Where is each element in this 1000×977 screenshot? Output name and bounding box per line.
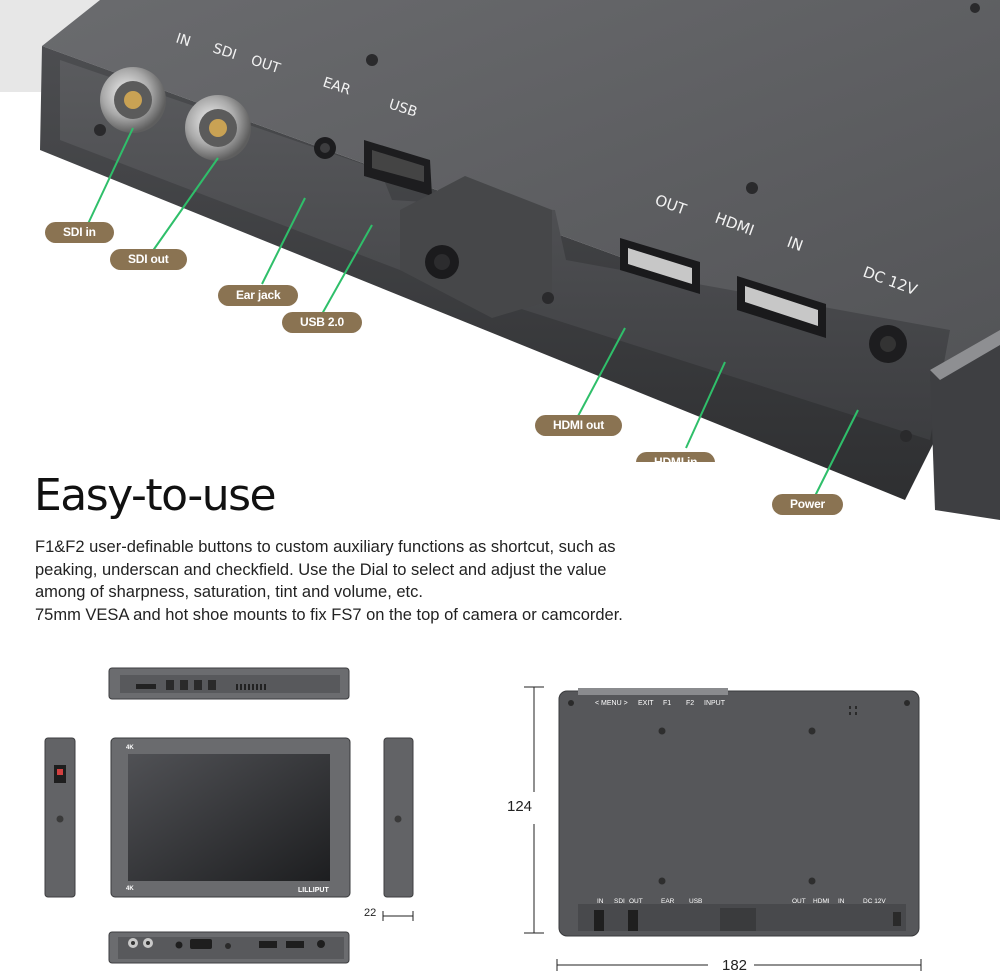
dim-depth-label: 22: [364, 907, 377, 919]
back-label-dc: DC 12V: [863, 898, 886, 905]
front-4k-badge: 4K: [126, 745, 134, 751]
sdi-in-connector: [100, 67, 166, 133]
back-label-menu: < MENU >: [595, 700, 628, 707]
right-side-view: [383, 737, 414, 898]
bottom-view-diagram: [108, 931, 350, 964]
dim-width-label: 182: [722, 957, 748, 974]
dim-depth-line: [382, 911, 414, 921]
back-label-hdmi-in: IN: [838, 898, 845, 905]
back-label-f1: F1: [663, 700, 671, 707]
dim-height-label: 124: [507, 798, 533, 815]
front-brand: LILLIPUT: [298, 887, 329, 894]
dim-height-line: [524, 686, 544, 934]
back-label-hdmi-out: OUT: [792, 898, 806, 905]
callout-hdmi-in-clip: HDMI in: [636, 452, 730, 462]
back-label-out: OUT: [629, 898, 643, 905]
back-label-in: IN: [597, 898, 604, 905]
port-label-sdi: SDI: [211, 41, 239, 64]
description-line: peaking, underscan and checkfield. Use t…: [35, 560, 607, 579]
sdi-out-connector: [185, 95, 251, 161]
hdmi-in-mask: [636, 462, 730, 478]
callout-sdi-out: SDI out: [110, 249, 187, 270]
callout-ear-jack: Ear jack: [218, 285, 299, 306]
back-label-hdmi: HDMI: [813, 898, 830, 905]
dim-width-line: [556, 959, 922, 971]
heading-easy-to-use: Easy-to-use: [34, 470, 277, 521]
back-label-ear: EAR: [661, 898, 675, 905]
left-side-view: [44, 737, 76, 898]
callout-hdmi-out: HDMI out: [535, 415, 623, 436]
back-view-diagram: < MENU > EXIT F1 F2 INPUT IN SDI OUT EAR…: [558, 688, 920, 937]
back-label-input: INPUT: [704, 700, 726, 707]
description-line: F1&F2 user-definable buttons to custom a…: [35, 538, 616, 556]
back-label-f2: F2: [686, 700, 694, 707]
top-view-diagram: [108, 667, 350, 700]
callout-power: Power: [772, 494, 844, 515]
back-label-usb: USB: [689, 898, 702, 905]
feature-description: F1&F2 user-definable buttons to custom a…: [35, 536, 695, 626]
monitor-ports-render: IN SDI OUT EAR USB OUT HDMI IN DC 12V: [0, 0, 1000, 520]
front-4k-badge-bottom: 4K: [126, 886, 134, 892]
back-label-exit: EXIT: [638, 700, 654, 707]
front-view-diagram: 4K 4K LILLIPUT: [110, 737, 351, 898]
callout-usb: USB 2.0: [282, 312, 362, 333]
description-line: 75mm VESA and hot shoe mounts to fix FS7…: [35, 605, 623, 624]
port-label-hdmi-in: IN: [785, 233, 806, 255]
port-label-in: IN: [174, 31, 193, 51]
description-line: among of sharpness, saturation, tint and…: [35, 583, 423, 601]
callout-hdmi-in: HDMI in: [636, 452, 716, 462]
callout-sdi-in: SDI in: [45, 222, 114, 243]
back-label-sdi: SDI: [614, 898, 625, 905]
